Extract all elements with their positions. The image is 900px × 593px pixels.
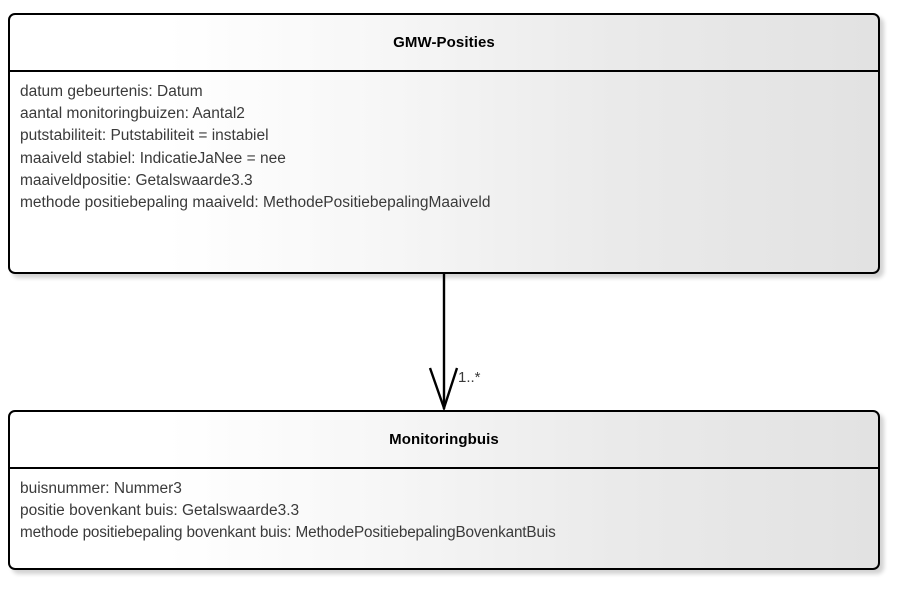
attribute-row: putstabiliteit: Putstabiliteit = instabi… [20,127,269,145]
association-arrowhead-icon [428,367,459,412]
class-title-monitoringbuis: Monitoringbuis [10,412,878,469]
class-title-gmw-posities: GMW-Posities [10,15,878,72]
attribute-row: buisnummer: Nummer3 [20,480,182,497]
attribute-row: positie bovenkant buis: Getalswaarde3.3 [20,502,300,520]
class-attributes-gmw-posities: datum gebeurtenis: Datum aantal monitori… [10,72,878,220]
association-multiplicity-label: 1..* [458,369,481,386]
attribute-row: datum gebeurtenis: Datum [20,83,203,100]
class-box-monitoringbuis[interactable]: Monitoringbuis buisnummer: Nummer3 posit… [8,410,880,570]
attribute-row: maaiveldpositie: Getalswaarde3.3 [20,171,253,189]
attribute-row: maaiveld stabiel: IndicatieJaNee = nee [20,149,286,167]
class-attributes-monitoringbuis: buisnummer: Nummer3 positie bovenkant bu… [10,469,878,551]
attribute-row: methode positiebepaling bovenkant buis: … [20,524,556,542]
class-box-gmw-posities[interactable]: GMW-Posities datum gebeurtenis: Datum aa… [8,13,880,274]
attribute-row: methode positiebepaling maaiveld: Method… [20,194,491,212]
attribute-row: aantal monitoringbuizen: Aantal2 [20,105,245,123]
